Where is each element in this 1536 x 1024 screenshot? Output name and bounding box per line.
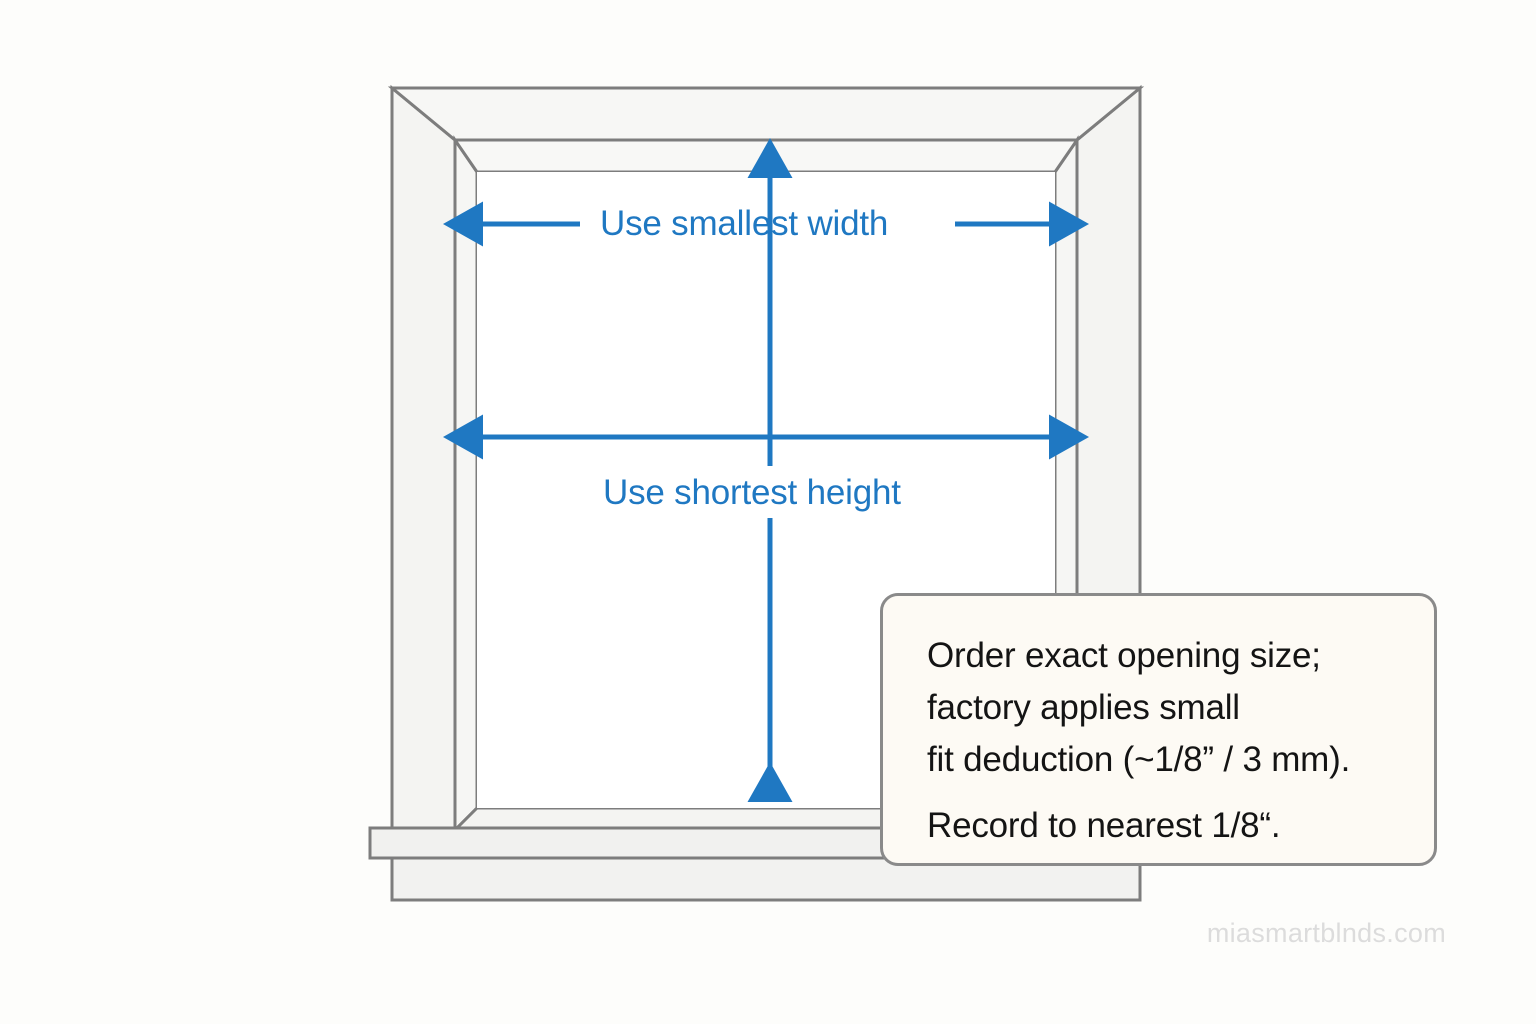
- jamb-left: [453, 135, 479, 834]
- callout-line-2: factory applies small: [927, 688, 1240, 727]
- measurement-arrows: [443, 138, 1089, 802]
- callout-line-4: Record to nearest 1/8“.: [927, 806, 1281, 845]
- casing-header: [387, 86, 1145, 142]
- site-watermark: miasmartblnds.com: [1206, 918, 1446, 948]
- width-measure-label: Use smallest width: [600, 204, 889, 243]
- height-measure-label: Use shortest height: [603, 473, 901, 512]
- callout-line-3: fit deduction (~1/8” / 3 mm).: [927, 740, 1351, 779]
- jamb-head: [452, 138, 1080, 174]
- callout-note: Order exact opening size; factory applie…: [880, 593, 1437, 866]
- callout-line-1: Order exact opening size;: [927, 636, 1321, 675]
- casing-left: [390, 84, 457, 861]
